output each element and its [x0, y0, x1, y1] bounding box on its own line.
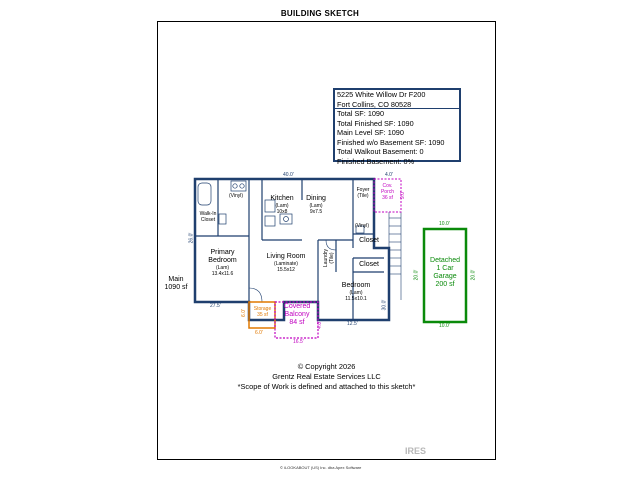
copyright-line-2: Grentz Real Estate Services LLC — [272, 372, 381, 381]
bedroom-finish: (Lam) — [349, 290, 363, 296]
kitchen-size: 10x8 — [276, 209, 288, 215]
balcony-label: Covered Balcony 84 sf — [276, 303, 318, 327]
dim-storage-side: 6.0' — [240, 309, 247, 317]
dim-balcony-bottom: 16.5' — [293, 339, 304, 345]
address-line-2: Fort Collins, CO 80528 — [337, 99, 412, 109]
walkin-closet-label: Walk-In Closet — [196, 211, 220, 223]
page-title: BUILDING SKETCH — [280, 9, 360, 18]
bedroom-size: 11.5x10.1 — [345, 296, 367, 302]
dim-storage-bottom: 6.0' — [255, 330, 263, 336]
porch-size: 36 sf — [382, 195, 393, 201]
foyer-finish: (Tile) — [357, 193, 369, 199]
living-name: Living Room — [266, 253, 306, 260]
software-footer: © iLOOKABOUT (US) Inc. dba Apex Software — [280, 465, 362, 470]
primary-size: 13.4x11.6 — [211, 271, 234, 277]
level-name: Main — [168, 276, 184, 283]
closet-2-label: Closet — [359, 261, 379, 268]
balcony-name-2: Balcony — [284, 311, 310, 318]
address-block: 5225 White Willow Dr F200 Fort Collins, … — [335, 90, 459, 109]
primary-finish: (Lam) — [215, 265, 230, 271]
dining-name: Dining — [306, 195, 326, 202]
info-main-level: Main Level SF: 1090 — [337, 128, 404, 138]
door-swing — [248, 287, 263, 303]
primary-bedroom-label: Primary Bedroom (Lam) 13.4x11.6 — [196, 249, 249, 277]
dim-porch-side: 9.0' — [399, 191, 406, 199]
storage-name: Storage — [253, 306, 272, 312]
laundry-finish: (Tile) — [329, 252, 335, 264]
dim-right: 30.0' — [381, 299, 388, 311]
sketch-frame — [157, 21, 496, 460]
info-finished-wo-basement: Finished w/o Basement SF: 1090 — [337, 137, 445, 147]
primary-name-2: Bedroom — [208, 257, 237, 264]
dim-garage-bottom: 10.0' — [439, 323, 450, 329]
dim-garage-right: 20.0' — [470, 269, 477, 281]
level-area: 1090 sf — [164, 284, 188, 291]
level-label: Main 1090 sf — [158, 276, 194, 292]
covered-porch-outline — [373, 178, 402, 213]
info-total-finished: Total Finished SF: 1090 — [337, 118, 414, 128]
foyer-label: Foyer (Tile) — [353, 187, 373, 199]
bath-fixtures — [197, 180, 365, 234]
dining-label: Dining (Lam) 9x7.5 — [302, 195, 330, 215]
garage-name-3: Garage — [433, 273, 457, 280]
info-walkout: Total Walkout Basement: 0 — [337, 147, 424, 157]
kitchen-label: Kitchen (Lam) 10x8 — [262, 195, 302, 215]
bedroom-label: Bedroom (Lam) 11.5x10.1 — [332, 282, 380, 302]
address-line-1: 5225 White Willow Dr F200 — [337, 90, 426, 99]
storage-size: 35 sf — [257, 312, 268, 318]
dim-bottom-right: 12.5' — [347, 321, 358, 327]
storage-label: Storage 35 sf — [250, 306, 275, 318]
walkin-name: Walk-In — [199, 211, 217, 217]
copyright-line-3: *Scope of Work is defined and attached t… — [237, 382, 416, 391]
copyright-block: © Copyright 2026 Grentz Real Estate Serv… — [157, 362, 496, 392]
living-finish: (Laminate) — [274, 261, 298, 267]
living-room-label: Living Room (Laminate) 15.5x12 — [258, 253, 314, 273]
foyer-name: Foyer — [356, 187, 370, 193]
interior-walls — [195, 179, 384, 320]
garage-name: Detached — [430, 257, 460, 264]
dim-bottom-left: 27.5' — [210, 303, 221, 309]
laundry-label: Laundry (Tile) — [323, 247, 335, 269]
copyright-line-1: © Copyright 2026 — [297, 362, 356, 371]
porch-label: Cov. Porch 36 sf — [375, 183, 400, 201]
dining-finish: (Lam) — [309, 203, 323, 209]
balcony-name: Covered — [283, 303, 311, 310]
bedroom-name: Bedroom — [341, 282, 371, 289]
balcony-size: 84 sf — [289, 319, 305, 326]
walkin-sub: Closet — [200, 217, 216, 223]
info-box: 5225 White Willow Dr F200 Fort Collins, … — [333, 88, 461, 166]
dim-left: 26.0' — [188, 232, 195, 244]
info-total-sf: Total SF: 1090 — [337, 109, 385, 118]
dim-garage-left: 20.0' — [413, 269, 420, 281]
dim-top: 40.0' — [283, 172, 294, 178]
dining-size: 9x7.5 — [309, 209, 323, 215]
porch-name: Cov. — [382, 183, 393, 189]
ires-logo: IRES — [405, 446, 427, 456]
primary-name: Primary — [210, 249, 235, 256]
kitchen-finish: (Lam) — [275, 203, 289, 209]
garage-size: 200 sf — [435, 281, 455, 288]
info-rows: Total SF: 1090 Total Finished SF: 1090 M… — [335, 109, 459, 167]
garage-outline — [422, 227, 468, 324]
kitchen-name: Kitchen — [270, 195, 294, 202]
info-finished-basement: Finished Basement: 0% — [337, 156, 415, 166]
dim-garage-top: 10.0' — [439, 221, 450, 227]
living-size: 15.5x12 — [277, 267, 295, 273]
balcony-outline — [274, 301, 319, 339]
closet-1-label: Closet — [359, 237, 379, 244]
door-swing-2 — [325, 239, 337, 251]
garage-label: Detached 1 Car Garage 200 sf — [424, 257, 466, 289]
vinyl-label-1: (Vinyl) — [228, 193, 244, 199]
porch-name-2: Porch — [380, 189, 395, 195]
garage-name-2: 1 Car — [436, 265, 454, 272]
vinyl-label-2: (Vinyl) — [354, 223, 370, 229]
stairs — [388, 212, 402, 300]
dim-porch-top: 4.0' — [385, 172, 393, 178]
